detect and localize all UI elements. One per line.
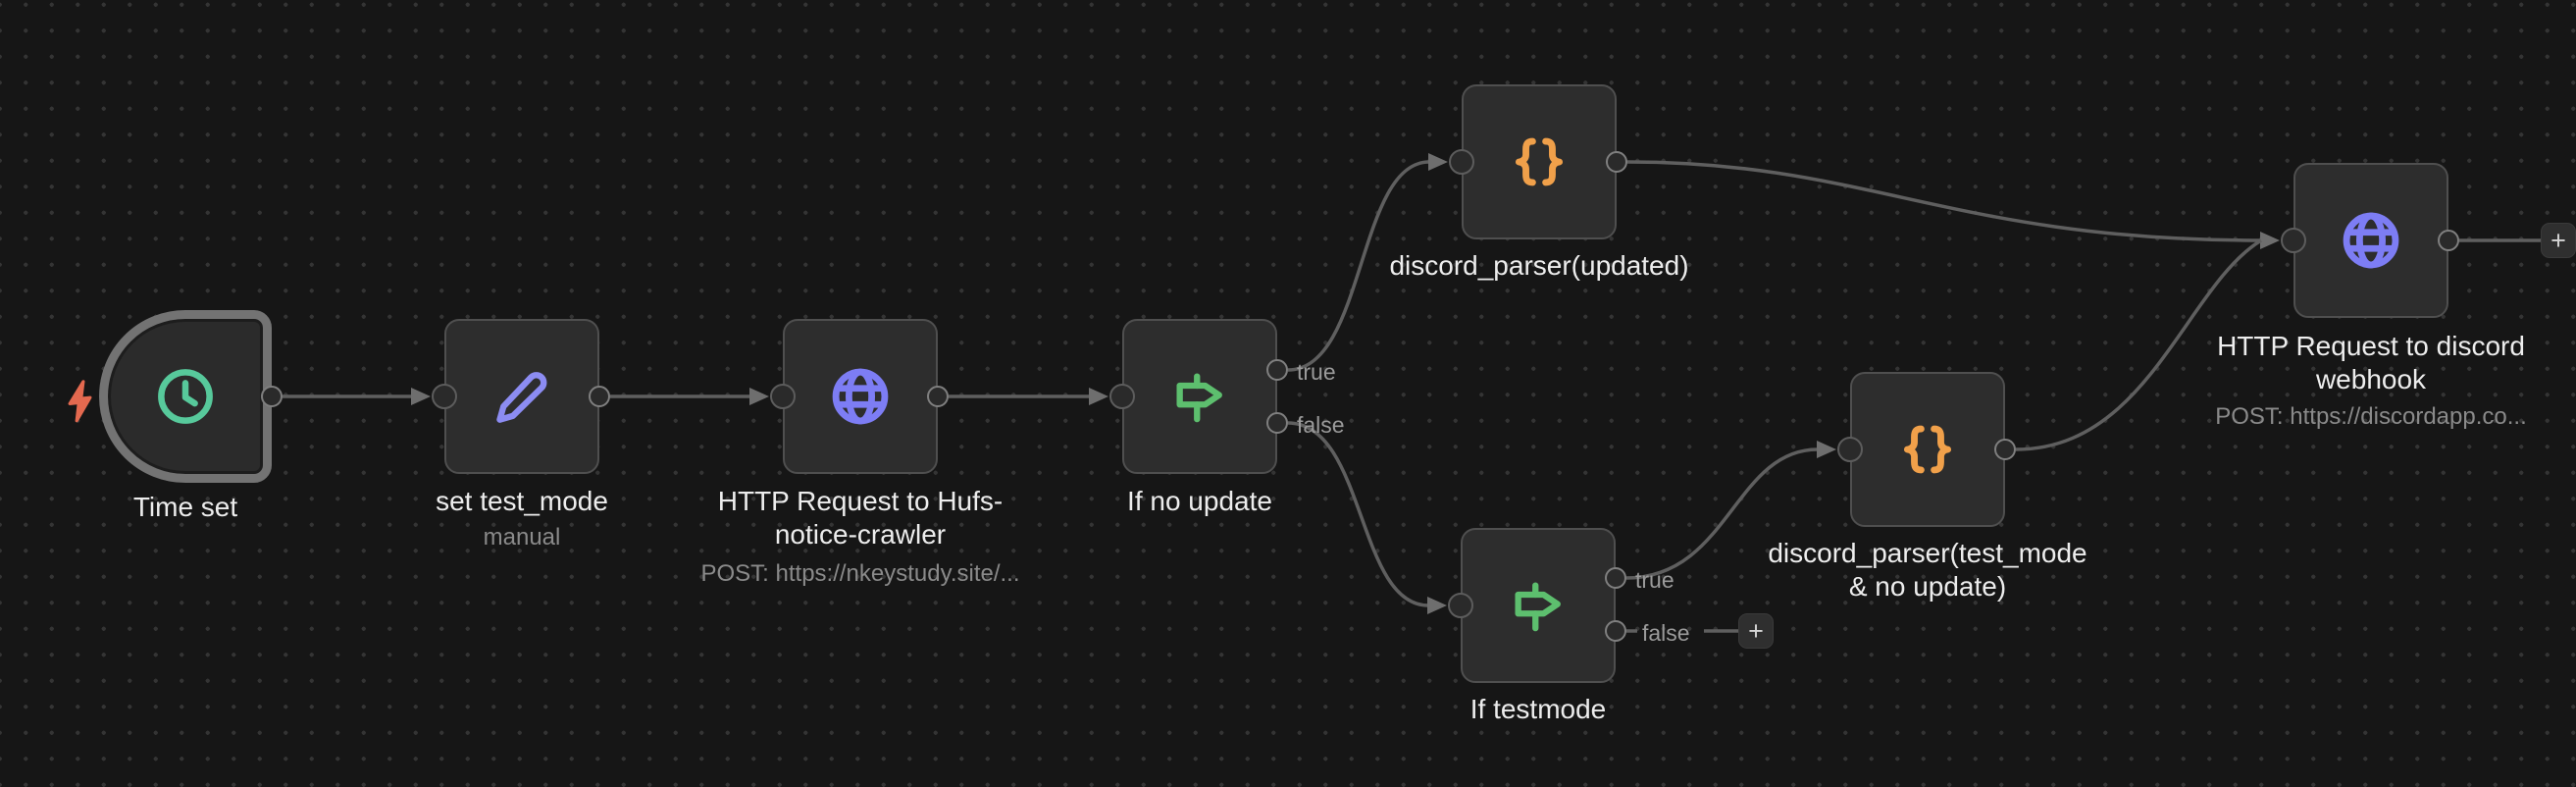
clock-icon [158, 369, 213, 424]
node-http-discord-webhook[interactable] [2293, 163, 2448, 318]
add-node-button[interactable]: + [1738, 613, 1774, 649]
output-label-true: true [1635, 567, 1674, 593]
globe-icon [832, 368, 889, 425]
port-out-if-testmode-false[interactable] [1605, 620, 1626, 642]
curly-braces-icon [1903, 425, 1952, 474]
port-in-if-testmode[interactable] [1448, 593, 1473, 618]
node-set-test-mode[interactable] [444, 319, 599, 474]
output-label-false: false [1642, 620, 1690, 646]
node-label-discord-parser-testmode: discord_parser(test_mode & no update) [1768, 538, 2087, 602]
curly-braces-icon [1515, 137, 1564, 186]
node-label-if-testmode: If testmode [1469, 694, 1607, 724]
port-in-if-no-update[interactable] [1109, 384, 1135, 409]
port-out-if-testmode-true[interactable] [1605, 567, 1626, 589]
pencil-icon [496, 372, 547, 423]
globe-icon [2343, 212, 2399, 269]
node-label-discord-parser-updated: discord_parser(updated) [1389, 250, 1689, 281]
output-label-false: false [1297, 412, 1345, 438]
node-time-set[interactable] [99, 310, 272, 483]
port-in-set-test-mode[interactable] [432, 384, 457, 409]
output-label-true: true [1297, 359, 1336, 385]
add-node-button[interactable]: + [2541, 223, 2576, 258]
port-in-http-hufs[interactable] [770, 384, 796, 409]
node-sublabel-http-discord-webhook: POST: https://discordapp.co... [2215, 403, 2527, 430]
port-out-discord-parser-testmode[interactable] [1994, 439, 2016, 460]
node-http-hufs[interactable] [783, 319, 938, 474]
edge-parserupdated-webhook [1626, 160, 2280, 249]
port-out-if-no-update-true[interactable] [1266, 359, 1288, 381]
node-if-no-update[interactable] [1122, 319, 1277, 474]
port-out-http-discord-webhook[interactable] [2438, 230, 2459, 251]
node-sublabel-http-hufs: POST: https://nkeystudy.site/... [700, 560, 1020, 587]
lightning-bolt-icon [59, 377, 106, 426]
port-in-discord-parser-updated[interactable] [1449, 149, 1474, 175]
edge-ifnoupdate-true-parserupdated [1287, 153, 1448, 372]
port-out-discord-parser-updated[interactable] [1606, 151, 1627, 173]
edge-iftestmode-true-parsertestmode [1625, 441, 1836, 580]
node-label-if-no-update: If no update [1127, 486, 1272, 516]
node-discord-parser-updated[interactable] [1462, 84, 1617, 239]
edge-parsertestmode-webhook [2015, 238, 2262, 451]
signpost-icon [1515, 582, 1561, 632]
node-label-time-set: Time set [132, 492, 238, 522]
port-out-if-no-update-false[interactable] [1266, 412, 1288, 434]
signpost-icon [1176, 373, 1222, 423]
node-label-set-test-mode: set test_mode [436, 486, 608, 516]
node-discord-parser-testmode[interactable] [1850, 372, 2005, 527]
node-sublabel-set-test-mode: manual [483, 524, 561, 551]
port-out-http-hufs[interactable] [927, 386, 949, 407]
port-in-http-discord-webhook[interactable] [2281, 228, 2306, 253]
edge-ifnoupdate-false-iftestmode [1287, 421, 1447, 614]
node-label-http-discord-webhook: HTTP Request to discord webhook [2217, 331, 2525, 394]
port-out-set-test-mode[interactable] [589, 386, 610, 407]
node-label-http-hufs: HTTP Request to Hufs-notice-crawler [717, 486, 1004, 550]
node-if-testmode[interactable] [1461, 528, 1616, 683]
port-in-discord-parser-testmode[interactable] [1837, 437, 1863, 462]
port-out-time-set[interactable] [261, 386, 283, 407]
